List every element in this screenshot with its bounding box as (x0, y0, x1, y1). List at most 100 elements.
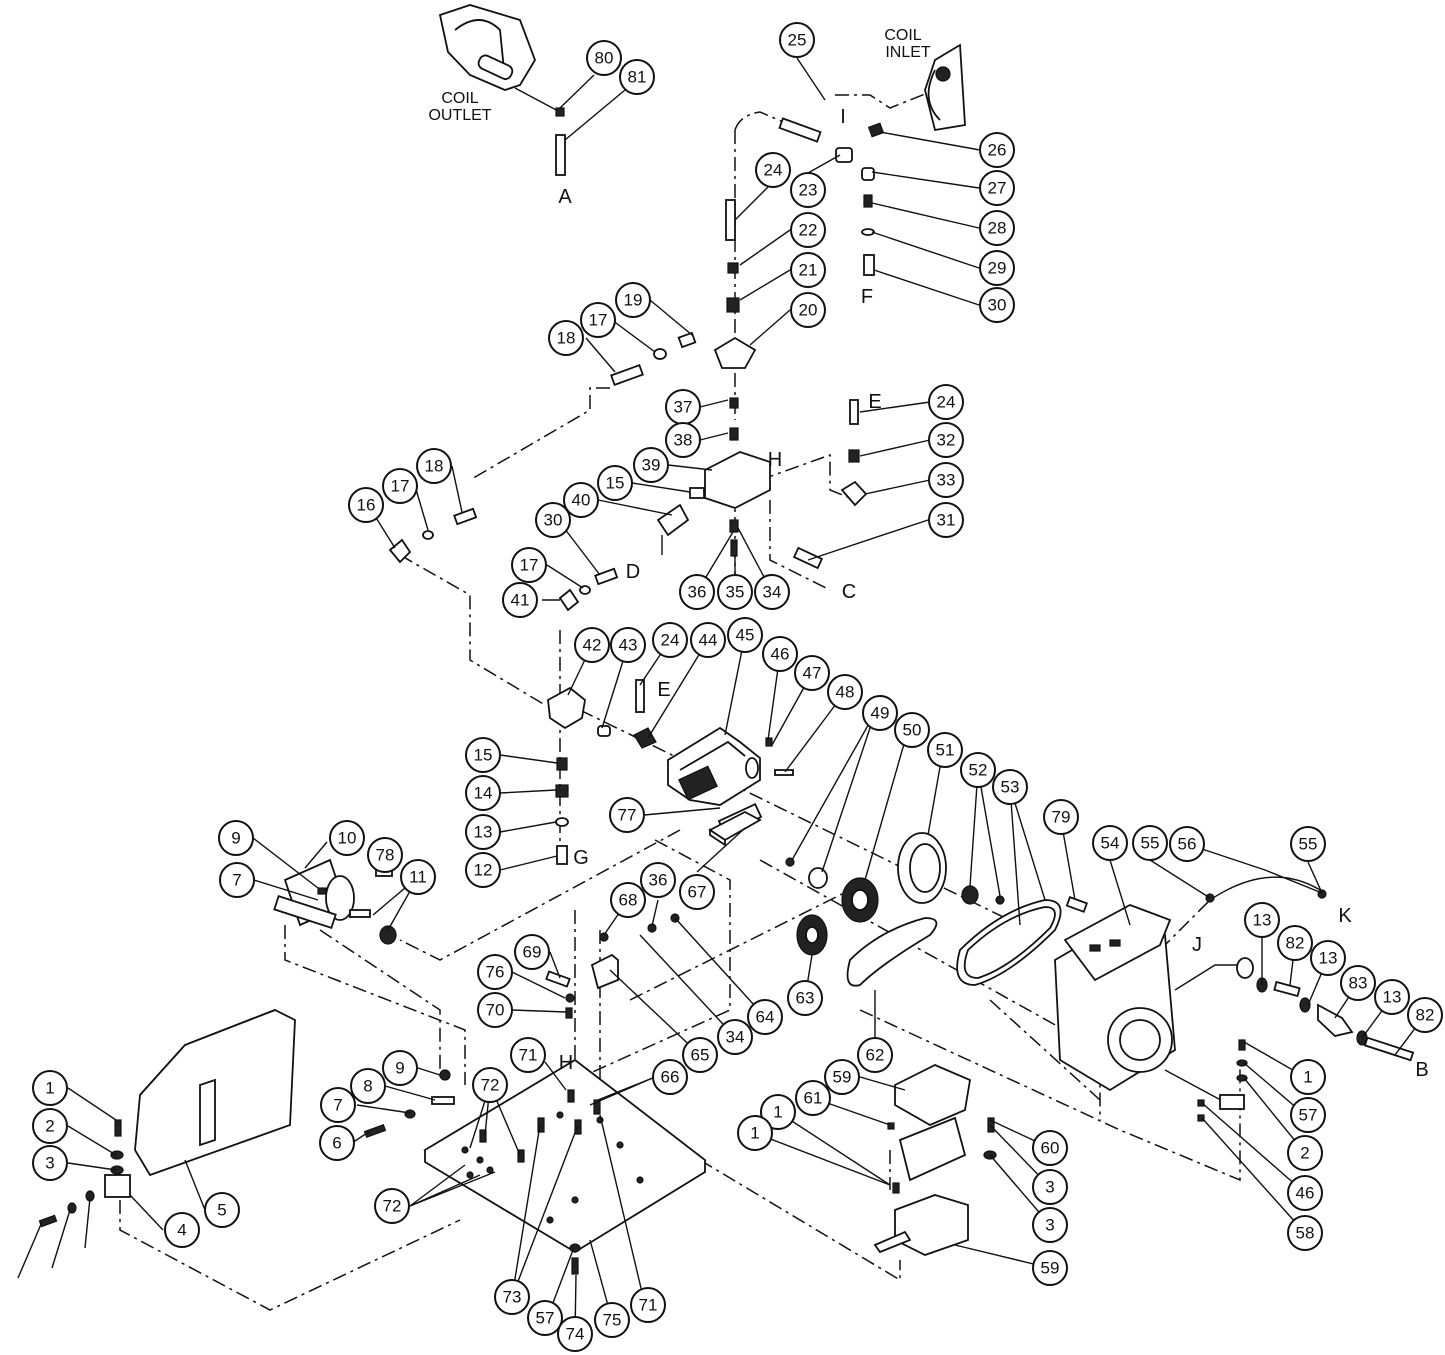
callout-27: 27 (979, 170, 1015, 206)
callout-49: 49 (862, 695, 898, 731)
callout-number: 44 (699, 631, 718, 650)
callout-77: 77 (609, 797, 645, 833)
callout-number: 36 (688, 583, 707, 602)
callout-number: 66 (661, 1068, 680, 1087)
callout-42: 42 (574, 627, 610, 663)
callout-number: 72 (383, 1197, 402, 1216)
callout-46: 46 (1287, 1175, 1323, 1211)
callout-number: 77 (618, 806, 637, 825)
callout-72: 72 (374, 1188, 410, 1224)
callout-number: 13 (1253, 911, 1272, 930)
callout-67: 67 (679, 874, 715, 910)
callout-69: 69 (514, 934, 550, 970)
callout-number: 76 (486, 963, 505, 982)
callout-17: 17 (511, 547, 547, 583)
callout-75: 75 (594, 1302, 630, 1338)
callout-13: 13 (465, 814, 501, 850)
callout-36: 36 (679, 574, 715, 610)
callout-number: 13 (1319, 949, 1338, 968)
callout-81: 81 (619, 59, 655, 95)
callout-number: 55 (1141, 834, 1160, 853)
callout-31: 31 (928, 502, 964, 538)
connection-letter-A: A (558, 186, 572, 208)
callout-number: 40 (572, 491, 591, 510)
callout-60: 60 (1032, 1130, 1068, 1166)
callout-number: 22 (799, 221, 818, 240)
callout-1: 1 (760, 1094, 796, 1130)
callout-number: 59 (833, 1068, 852, 1087)
callout-54: 54 (1092, 825, 1128, 861)
callout-2: 2 (32, 1108, 68, 1144)
callout-number: 5 (217, 1201, 226, 1220)
callout-40: 40 (563, 482, 599, 518)
callout-70: 70 (477, 992, 513, 1028)
coil-outlet-label-line2: OUTLET (428, 107, 491, 124)
callout-number: 67 (688, 883, 707, 902)
callout-47: 47 (794, 655, 830, 691)
callout-number: 74 (566, 1325, 585, 1344)
callout-number: 57 (1299, 1106, 1318, 1125)
callout-20: 20 (790, 292, 826, 328)
callout-10: 10 (329, 820, 365, 856)
callout-number: 43 (619, 636, 638, 655)
callout-number: 62 (866, 1046, 885, 1065)
callout-12: 12 (465, 852, 501, 888)
callout-59: 59 (1032, 1250, 1068, 1286)
callout-number: 63 (796, 989, 815, 1008)
callout-number: 7 (333, 1096, 342, 1115)
callout-80: 80 (586, 40, 622, 76)
callout-1: 1 (32, 1070, 68, 1106)
callout-76: 76 (477, 954, 513, 990)
callouts: 8081252627282930242322212019171837383915… (32, 22, 1443, 1352)
callout-number: 52 (969, 761, 988, 780)
callout-number: 50 (903, 721, 922, 740)
callout-51: 51 (927, 732, 963, 768)
callout-number: 51 (936, 741, 955, 760)
callout-number: 46 (771, 645, 790, 664)
callout-number: 79 (1052, 808, 1071, 827)
callout-32: 32 (928, 422, 964, 458)
callout-number: 31 (937, 511, 956, 530)
connection-letter-H: H (768, 449, 782, 471)
callout-21: 21 (790, 252, 826, 288)
callout-13: 13 (1310, 940, 1346, 976)
callout-9: 9 (218, 820, 254, 856)
callout-29: 29 (979, 250, 1015, 286)
callout-number: 6 (332, 1134, 341, 1153)
callout-number: 29 (988, 259, 1007, 278)
callout-30: 30 (979, 287, 1015, 323)
callout-number: 46 (1296, 1184, 1315, 1203)
callout-number: 39 (642, 456, 661, 475)
callout-16: 16 (348, 487, 384, 523)
callout-number: 24 (661, 631, 680, 650)
callout-number: 17 (589, 311, 608, 330)
callout-15: 15 (465, 737, 501, 773)
callout-55: 55 (1132, 825, 1168, 861)
callout-number: 37 (674, 398, 693, 417)
callout-number: 1 (1303, 1068, 1312, 1087)
callout-number: 60 (1041, 1139, 1060, 1158)
callout-83: 83 (1340, 965, 1376, 1001)
callout-57: 57 (527, 1300, 563, 1336)
callout-72: 72 (472, 1067, 508, 1103)
callout-number: 42 (583, 636, 602, 655)
callout-25: 25 (779, 22, 815, 58)
callout-18: 18 (548, 320, 584, 356)
coil-outlet-label-line1: COIL (441, 90, 478, 107)
callout-50: 50 (894, 712, 930, 748)
callout-71: 71 (630, 1287, 666, 1323)
callout-number: 41 (511, 591, 530, 610)
callout-number: 3 (1045, 1178, 1054, 1197)
callout-73: 73 (494, 1279, 530, 1315)
callout-number: 34 (763, 583, 782, 602)
callout-number: 2 (1300, 1144, 1309, 1163)
callout-number: 8 (363, 1077, 372, 1096)
callout-7: 7 (320, 1087, 356, 1123)
connection-letter-C: C (842, 581, 856, 603)
callout-number: 57 (536, 1309, 555, 1328)
callout-57: 57 (1290, 1097, 1326, 1133)
connection-letter-E: E (868, 391, 881, 413)
callout-number: 28 (988, 219, 1007, 238)
callout-23: 23 (790, 172, 826, 208)
